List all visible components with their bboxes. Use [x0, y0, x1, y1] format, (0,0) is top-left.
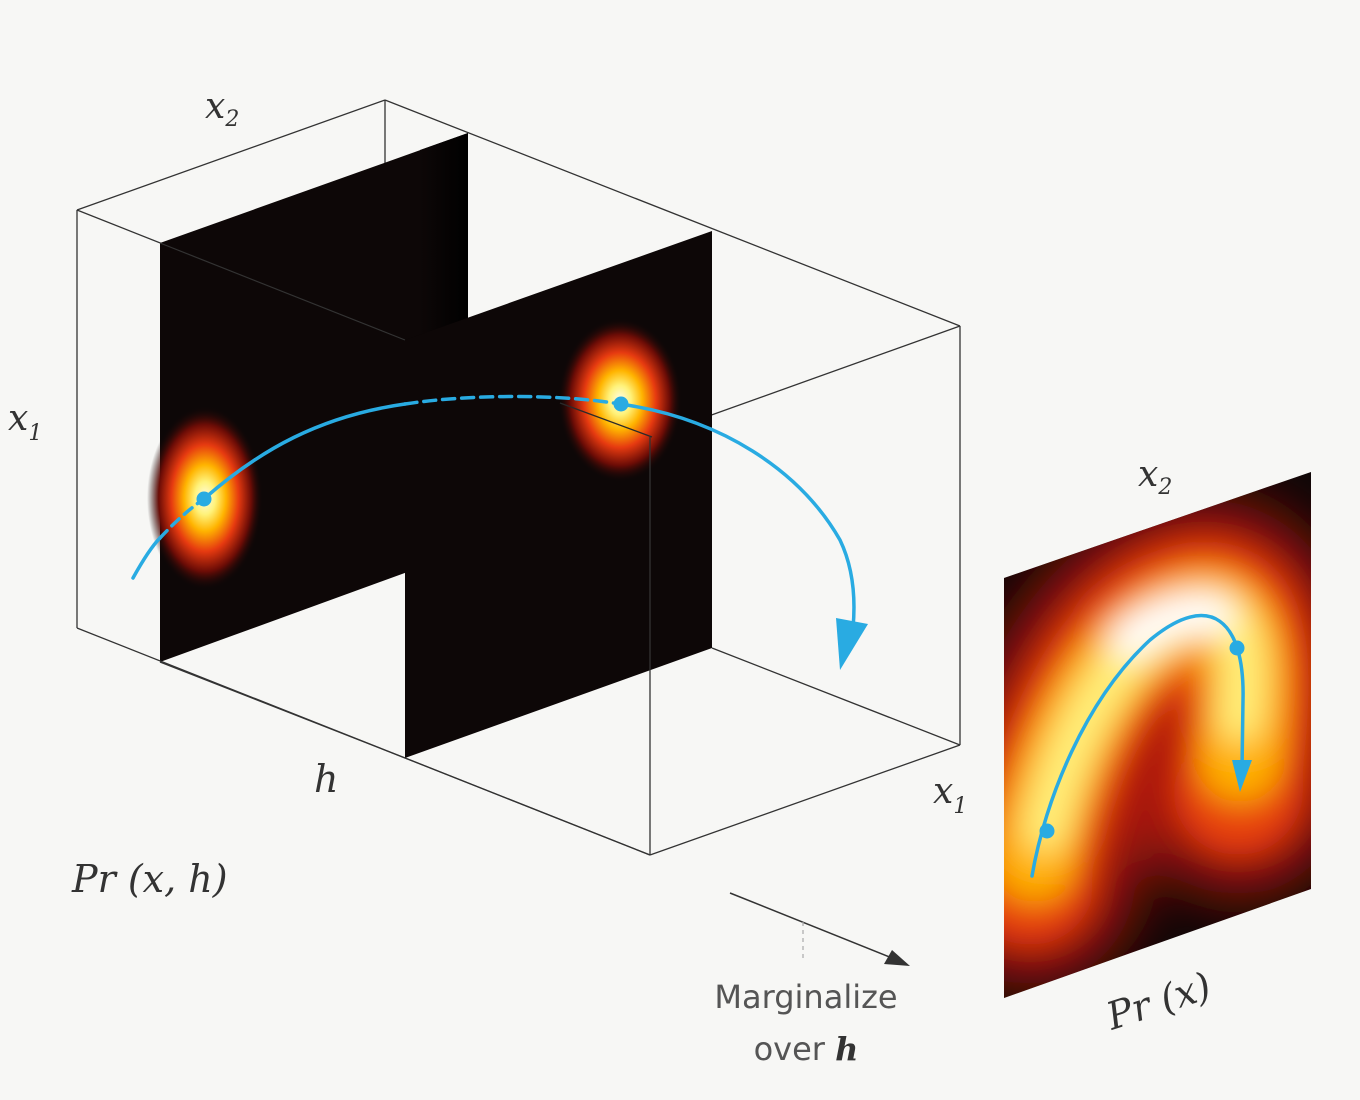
caption-marginal: Pr (x): [1100, 964, 1216, 1039]
marginal-density: [1004, 500, 1311, 985]
label-x1-left: x1: [8, 398, 42, 446]
marginal-path-point-2: [1229, 640, 1245, 656]
label-x1-right: x1: [933, 771, 967, 819]
marginal-path-arrowhead: [1232, 760, 1252, 792]
joint-path-point-1: [196, 491, 212, 507]
box-front-edges: [76, 326, 961, 856]
caption-joint: Pr (x, h): [71, 857, 228, 901]
label-h: h: [314, 757, 338, 801]
label-x2-marginal: x2: [1138, 454, 1172, 500]
marginal-path-point-1: [1039, 823, 1055, 839]
marginal-panel: [1004, 472, 1311, 998]
joint-path-arrowhead: [836, 618, 868, 670]
path-segment-solid-2: [618, 402, 856, 630]
path-segment-entry: [131, 536, 162, 580]
path-segment-dashed-2: [403, 394, 622, 406]
joint-path-point-2: [613, 396, 629, 412]
label-x2-top: x2: [205, 86, 239, 132]
marginalize-arrow: [729, 892, 910, 966]
marginalize-label-line2: over h: [754, 1030, 859, 1068]
path-segment-solid-1: [203, 402, 407, 500]
marginalize-label-line1: Marginalize: [714, 978, 897, 1016]
box-inner-edge: [159, 242, 406, 341]
